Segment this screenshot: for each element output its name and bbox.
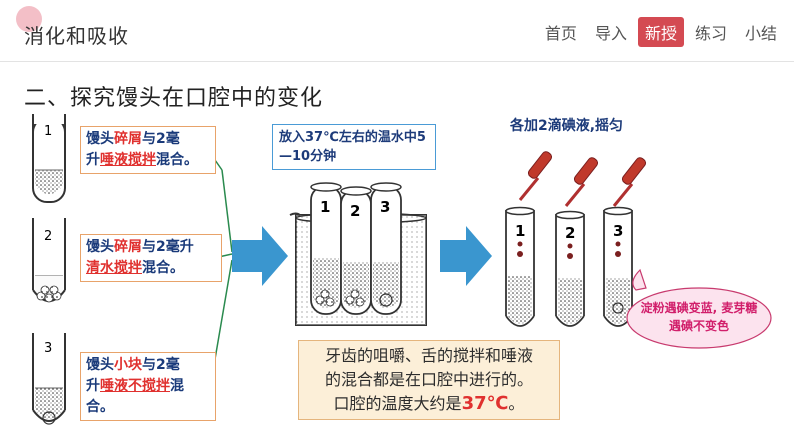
condition-1-text-d: 升 — [86, 152, 100, 168]
note-line-3-prefix: 口腔的温度大约是 — [333, 394, 462, 413]
connector-line-3 — [213, 259, 233, 366]
condition-box-2: 馒头碎屑与2毫升 清水搅拌混合。 — [80, 234, 222, 282]
result-tube-1-label: 1 — [515, 222, 525, 240]
nav-item-summary[interactable]: 小结 — [744, 24, 777, 43]
dropper-2 — [564, 157, 599, 207]
step-iodine: 各加2滴碘液,摇匀 — [510, 118, 624, 134]
result-tube-3-label: 3 — [613, 222, 623, 240]
nav-item-intro[interactable]: 导入 — [594, 24, 627, 43]
result-tube-1 — [505, 206, 535, 327]
condition-box-1: 馒头碎屑与2毫 升唾液搅拌混合。 — [80, 126, 216, 174]
note-temperature: 37℃ — [461, 393, 509, 414]
condition-1-text-b: 碎屑 — [114, 131, 142, 147]
condition-1-text-e: 唾液搅拌 — [100, 152, 156, 168]
condition-2-text-a: 馒头 — [86, 239, 114, 255]
condition-3-text-e: 唾液不搅拌 — [100, 378, 170, 394]
nav-menu: 首页 导入 新授 练习 小结 — [538, 17, 784, 47]
note-line-2: 的混合都是在口腔中进行的。 — [324, 370, 533, 389]
header-divider — [0, 61, 794, 62]
condition-1-text-c: 与2毫 — [142, 131, 180, 147]
condition-2-text-f: 混合。 — [142, 260, 184, 276]
dropper-1 — [518, 151, 553, 201]
tube-1-label: 1 — [44, 124, 52, 139]
speech-bubble — [626, 268, 772, 349]
logo-dot-icon — [16, 6, 42, 32]
beaker-tube-1-label: 1 — [320, 198, 330, 216]
arrow-right-icon — [232, 226, 288, 286]
water-bath-beaker — [289, 182, 427, 326]
note-line-3-suffix: 。 — [508, 394, 525, 413]
condition-3-text-d: 升 — [86, 378, 100, 394]
step-water-bath: 放入37℃左右的温水中5—10分钟 — [272, 124, 436, 170]
beaker-tube-3-label: 3 — [380, 198, 390, 216]
condition-3-text-c: 与2毫 — [142, 357, 180, 373]
tube-1 — [32, 114, 66, 203]
beaker-tube-2-label: 2 — [350, 202, 360, 220]
tube-3-label: 3 — [44, 341, 52, 356]
condition-3-text-b: 小块 — [114, 357, 142, 373]
condition-2-text-b: 碎屑 — [114, 239, 142, 255]
condition-box-3: 馒头小块与2毫 升唾液不搅拌混合。 — [80, 352, 216, 421]
result-tube-2 — [555, 210, 585, 327]
condition-2-text-c: 与2毫升 — [142, 239, 194, 255]
dropper-3 — [612, 157, 647, 207]
page-title: 消化和吸收 — [24, 24, 129, 48]
tube-2 — [32, 218, 66, 303]
explanation-note: 牙齿的咀嚼、舌的搅拌和唾液 的混合都是在口腔中进行的。 口腔的温度大约是37℃。 — [298, 340, 560, 420]
condition-3-text-f: 混合。 — [86, 378, 184, 415]
note-line-3: 口腔的温度大约是37℃。 — [299, 392, 559, 416]
condition-1-text-f: 混合。 — [156, 152, 198, 168]
header-bar: 消化和吸收 首页 导入 新授 练习 小结 — [0, 0, 794, 62]
tube-2-label: 2 — [44, 229, 52, 244]
nav-item-practice[interactable]: 练习 — [694, 24, 727, 43]
note-line-1: 牙齿的咀嚼、舌的搅拌和唾液 — [324, 346, 533, 365]
arrow-right-icon-2 — [440, 226, 492, 286]
section-title: 二、探究馒头在口腔中的变化 — [24, 86, 324, 111]
condition-2-text-e: 清水搅拌 — [86, 260, 142, 276]
result-tube-2-label: 2 — [565, 224, 575, 242]
bubble-text: 淀粉遇碘变蓝, 麦芽糖遇碘不变色 — [640, 301, 758, 333]
condition-1-text-a: 馒头 — [86, 131, 114, 147]
connector-line-1b — [221, 169, 233, 253]
result-tube-3 — [603, 206, 633, 327]
nav-item-home[interactable]: 首页 — [544, 24, 577, 43]
nav-item-new-lesson[interactable]: 新授 — [637, 17, 684, 47]
tube-3 — [32, 333, 66, 425]
condition-3-text-a: 馒头 — [86, 357, 114, 373]
